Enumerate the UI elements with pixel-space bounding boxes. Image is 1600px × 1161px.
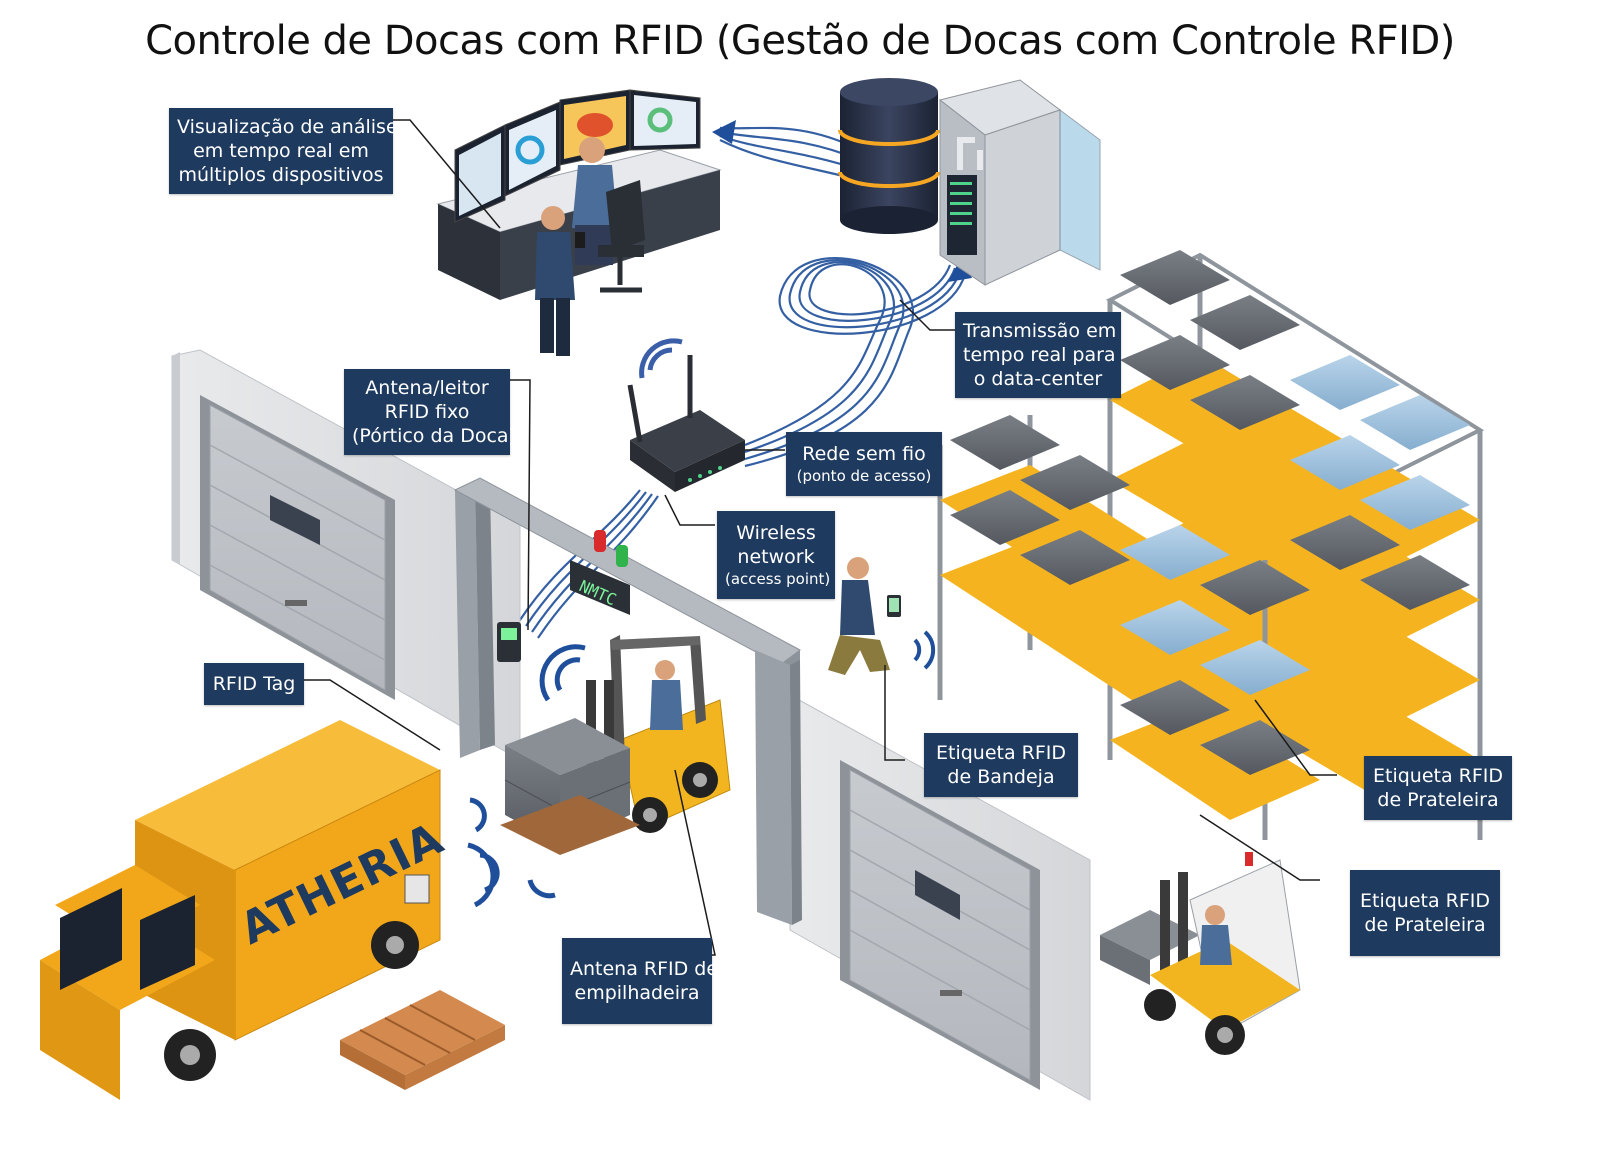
label-forklift-antenna-line-2: empilhadeira	[574, 982, 700, 1004]
label-wifi-en: Wireless network (access point)	[717, 511, 835, 599]
wooden-pallet	[340, 990, 505, 1090]
monitor-wall	[454, 89, 701, 223]
label-tray-tag-line-1: Etiqueta RFID	[935, 742, 1067, 764]
operator-seated	[572, 137, 618, 265]
bin-stack-on-forklift	[500, 718, 640, 855]
arrow-to-dashboard	[712, 120, 736, 144]
label-wifi-en-line-2: network	[737, 546, 815, 568]
server-rack	[938, 79, 1101, 286]
label-transmission: Transmissão em tempo real para o data-ce…	[955, 312, 1121, 398]
dock-door-right	[840, 760, 1040, 1090]
page-title: Controle de Docas com RFID (Gestão de Do…	[145, 18, 1455, 64]
label-wifi-pt: Rede sem fio (ponto de acesso)	[786, 432, 942, 496]
label-wifi-pt-sub: (ponto de acesso)	[796, 467, 932, 485]
label-rfid-tag: RFID Tag	[204, 663, 304, 705]
label-analytics-line-2: em tempo real em	[193, 140, 369, 162]
label-tray-tag-line-2: de Bandeja	[947, 766, 1055, 788]
shelving-front	[937, 415, 1320, 840]
operator-standing	[535, 206, 585, 356]
dock-door-left	[200, 395, 395, 700]
label-shelf-tag-1-line-2: de Prateleira	[1377, 789, 1499, 811]
label-analytics: Visualização de análises em tempo real e…	[169, 108, 408, 194]
office-chair	[598, 180, 645, 293]
label-shelf-tag-2-line-2: de Prateleira	[1364, 914, 1486, 936]
label-wifi-en-line-1: Wireless	[736, 522, 816, 544]
label-shelf-tag-2: Etiqueta RFID de Prateleira	[1350, 870, 1500, 956]
worker-handheld	[828, 557, 936, 675]
label-forklift-antenna: Antena RFID de empilhadeira	[562, 938, 719, 1024]
label-forklift-antenna-line-1: Antena RFID de	[570, 958, 719, 980]
label-antenna-fixed-line-1: Antena/leitor	[365, 377, 489, 399]
database-cylinder	[838, 78, 940, 234]
label-tray-tag: Etiqueta RFID de Bandeja	[924, 733, 1078, 797]
arrow-to-datacenter	[948, 256, 972, 282]
label-wifi-pt-main: Rede sem fio	[802, 443, 926, 465]
delivery-truck: ATHERIA	[40, 720, 452, 1100]
forklift-secondary	[1100, 852, 1301, 1055]
label-analytics-line-3: múltiplos dispositivos	[178, 164, 384, 186]
label-transmission-line-2: tempo real para	[963, 344, 1116, 366]
label-antenna-fixed-line-2: RFID fixo	[384, 401, 470, 423]
label-antenna-fixed-line-3: (Pórtico da Doca)	[352, 425, 516, 447]
rfid-waves	[467, 644, 586, 908]
rfid-portal: NMTC	[453, 477, 802, 925]
label-wifi-en-sub: (access point)	[725, 570, 831, 588]
label-antenna-fixed: Antena/leitor RFID fixo (Pórtico da Doca…	[344, 369, 516, 455]
label-rfid-tag-text: RFID Tag	[212, 673, 296, 695]
label-shelf-tag-2-line-1: Etiqueta RFID	[1359, 890, 1491, 912]
label-transmission-line-1: Transmissão em	[963, 320, 1117, 342]
wifi-router	[627, 338, 745, 492]
label-transmission-line-3: o data-center	[973, 368, 1103, 390]
label-analytics-line-1: Visualização de análises	[177, 116, 408, 138]
label-shelf-tag-1: Etiqueta RFID de Prateleira	[1364, 756, 1512, 820]
label-shelf-tag-1-line-1: Etiqueta RFID	[1372, 765, 1504, 787]
